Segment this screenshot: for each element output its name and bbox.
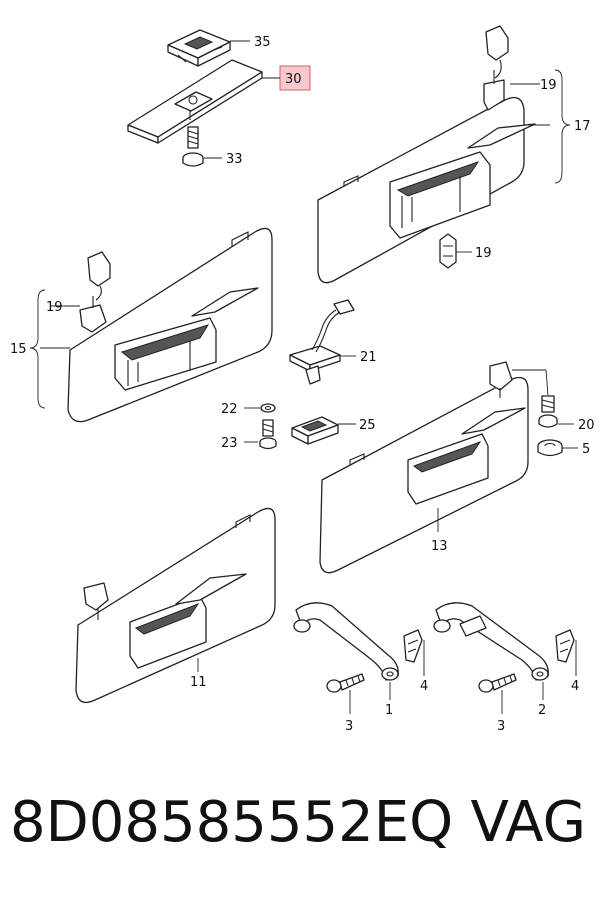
sun-visor-lower-right	[319, 361, 529, 574]
label-30: 30	[285, 72, 302, 87]
leader-20-drop	[545, 369, 549, 396]
part-33-screw	[182, 126, 204, 167]
sun-visor-upper-right	[317, 25, 536, 284]
label-2: 2	[538, 703, 546, 718]
part-3-screw-left	[326, 673, 365, 693]
part-4-clip-left	[403, 629, 423, 663]
part-2-grab-handle	[433, 602, 549, 681]
part-22-washer	[260, 403, 276, 413]
sun-visor-lower-left	[75, 507, 276, 704]
part-number: 8D08585552EQ	[10, 790, 454, 855]
sun-visor-middle-left	[67, 227, 273, 423]
part-5-nut	[537, 439, 563, 457]
label-33: 33	[226, 152, 243, 167]
part-30-plate	[127, 59, 263, 144]
part-25-lens-cover	[291, 416, 339, 445]
bracket-17	[554, 69, 571, 184]
part-35-clip	[167, 29, 231, 67]
label-3-b: 3	[497, 719, 505, 734]
label-5: 5	[582, 442, 590, 457]
label-19-c: 19	[46, 300, 63, 315]
label-1: 1	[385, 703, 393, 718]
label-17: 17	[574, 119, 591, 134]
label-20: 20	[578, 418, 595, 433]
label-4-b: 4	[571, 679, 579, 694]
part-19-bulb	[439, 233, 457, 269]
label-13: 13	[431, 539, 448, 554]
part-20-screw	[538, 395, 558, 428]
part-4-clip-right	[555, 629, 575, 663]
label-11: 11	[190, 675, 207, 690]
label-19-b: 19	[475, 246, 492, 261]
label-19-a: 19	[540, 78, 557, 93]
label-21: 21	[360, 350, 377, 365]
brand-name: VAG	[470, 790, 586, 855]
label-4-a: 4	[420, 679, 428, 694]
part-3-screw-right	[478, 673, 517, 693]
label-22: 22	[221, 402, 238, 417]
label-15: 15	[10, 342, 27, 357]
part-23-screw	[259, 419, 277, 450]
part-1-grab-handle	[293, 602, 399, 681]
part-21-lamp-housing	[289, 299, 355, 385]
label-30-highlight-box	[279, 65, 311, 91]
bracket-15	[29, 289, 46, 409]
label-23: 23	[221, 436, 238, 451]
label-35: 35	[254, 35, 271, 50]
label-25: 25	[359, 418, 376, 433]
label-3-a: 3	[345, 719, 353, 734]
parts-diagram: 35 30 33 19 17	[10, 25, 595, 734]
